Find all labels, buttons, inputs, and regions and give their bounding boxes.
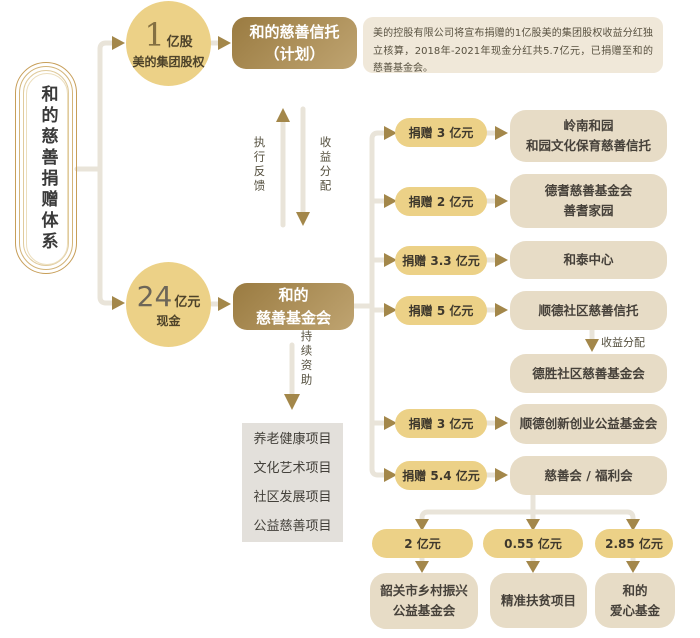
donation-target-box: 岭南和园 和园文化保育慈善信托	[510, 110, 667, 162]
source-share-circle: 1 亿股 美的集团股权	[126, 1, 211, 86]
donation-amount-pill: 捐赠 2 亿元	[395, 187, 487, 216]
source-cash-number-row: 24 亿元	[136, 279, 201, 313]
source-share-number-row: 1 亿股	[144, 17, 192, 54]
split-amount-pill: 2.85 亿元	[595, 529, 673, 558]
project-item: 社区发展项目	[253, 489, 332, 505]
diagram-title: 和的慈善捐赠体系	[37, 85, 58, 253]
system-title-capsule: 和的慈善捐赠体系	[15, 62, 77, 274]
project-item: 养老健康项目	[253, 431, 332, 447]
source-share-number: 1	[144, 16, 165, 55]
split-amount-pill: 0.55 亿元	[483, 529, 583, 558]
trust-sub-target-box: 德胜社区慈善基金会	[510, 354, 667, 393]
projects-box: 养老健康项目 文化艺术项目 社区发展项目 公益慈善项目	[242, 423, 343, 542]
source-share-unit: 亿股	[166, 35, 193, 51]
trust-income-distribution-label: 收益分配	[601, 336, 645, 349]
donation-amount-pill: 捐赠 3 亿元	[395, 409, 487, 438]
continuous-funding-label: 持续资助	[299, 330, 314, 388]
donation-amount-pill: 捐赠 5 亿元	[395, 296, 487, 325]
capsule-ring: 和的慈善捐赠体系	[23, 70, 69, 266]
split-target-box: 韶关市乡村振兴 公益基金会	[370, 573, 478, 629]
source-cash-unit: 亿元	[174, 294, 201, 310]
donation-target-box: 顺德社区慈善信托	[510, 291, 667, 330]
source-cash-circle: 24 亿元 现金	[126, 262, 211, 347]
donation-target-box: 顺德创新创业公益基金会	[510, 404, 667, 444]
trust-box: 和的慈善信托 （计划）	[232, 17, 357, 69]
note-box: 美的控股有限公司将宣布捐赠的1亿股美的集团股权收益分红独立核算，2018年-20…	[363, 17, 663, 74]
donation-target-box: 德耆慈善基金会 善耆家园	[510, 174, 667, 228]
source-share-label: 美的集团股权	[132, 55, 205, 69]
donation-target-box: 慈善会 / 福利会	[510, 456, 667, 495]
project-item: 公益慈善项目	[253, 518, 332, 534]
foundation-box: 和的 慈善基金会	[233, 283, 354, 330]
donation-amount-pill: 捐赠 3 亿元	[395, 118, 487, 147]
income-distribution-label: 收益分配	[318, 136, 333, 194]
source-cash-number: 24	[136, 279, 173, 313]
donation-amount-pill: 捐赠 3.3 亿元	[395, 246, 487, 275]
split-target-box: 精准扶贫项目	[490, 573, 587, 628]
split-amount-pill: 2 亿元	[372, 529, 473, 558]
donation-amount-pill: 捐赠 5.4 亿元	[395, 461, 487, 490]
donation-target-box: 和泰中心	[510, 241, 667, 279]
capsule-ring: 和的慈善捐赠体系	[26, 73, 68, 265]
split-target-box: 和的 爱心基金	[595, 573, 675, 628]
source-cash-label: 现金	[156, 313, 181, 328]
execution-feedback-label: 执行反馈	[252, 136, 267, 194]
project-item: 文化艺术项目	[253, 460, 332, 476]
capsule-ring: 和的慈善捐赠体系	[19, 66, 73, 270]
